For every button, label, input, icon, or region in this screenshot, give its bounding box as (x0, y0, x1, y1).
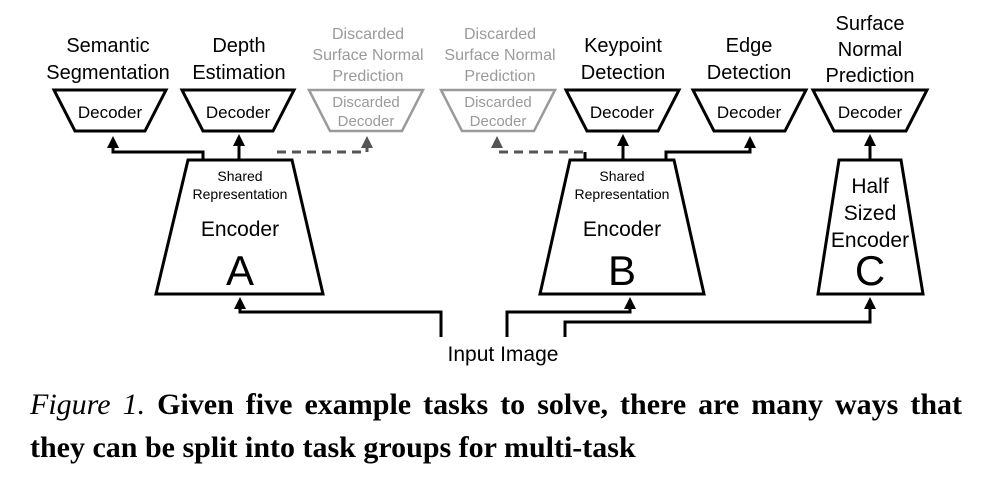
connections-encoder-b (491, 134, 756, 160)
task-label-depth-estimation: Depth Estimation (192, 35, 285, 84)
caption-text: Given five example tasks to solve, there… (30, 388, 963, 464)
encoder-label: Half (851, 175, 889, 198)
decoder-label: Discarded (464, 94, 532, 111)
arrow-input-to-encoder-a (234, 297, 443, 337)
label-line: Surface Normal (444, 47, 555, 64)
encoder-letter: A (226, 247, 254, 294)
label-line: Discarded (464, 26, 536, 43)
label-line: Depth (212, 35, 265, 57)
decoder-keypoint-detection: Decoder (563, 88, 682, 133)
arrow-to-semantic-segmentation (107, 136, 205, 160)
decoder-depth-estimation: Decoder (179, 88, 297, 133)
decoder-semantic-segmentation: Decoder (51, 88, 169, 133)
label-line: Discarded (332, 26, 404, 43)
arrow-to-discarded-decoder-b (491, 136, 583, 154)
task-label-discarded-a: Discarded Surface Normal Prediction (312, 26, 423, 85)
decoder-edge-detection: Decoder (690, 88, 809, 133)
input-connections (234, 297, 876, 337)
caption-label: Figure 1. (30, 388, 146, 421)
decoder-discarded-b: Discarded Decoder (438, 88, 558, 133)
decoder-label: Decoder (338, 113, 395, 130)
label-line: Semantic (66, 35, 149, 57)
encoder-label: Encoder (831, 229, 909, 252)
label-line: Keypoint (584, 35, 662, 57)
input-image-label: Input Image (448, 343, 559, 366)
encoder-a: Shared Representation Encoder A (154, 158, 325, 296)
encoder-label: Sized (844, 202, 897, 225)
label-line: Edge (726, 35, 773, 57)
task-label-discarded-b: Discarded Surface Normal Prediction (444, 26, 555, 85)
task-label-semantic-segmentation: Semantic Segmentation (46, 35, 169, 84)
shared-representation-label: Shared (599, 168, 644, 184)
encoder-letter: B (608, 247, 636, 294)
encoder-label: Encoder (583, 218, 661, 241)
label-line: Detection (707, 62, 792, 84)
label-line: Prediction (826, 65, 915, 87)
encoder-label: Encoder (201, 218, 279, 241)
decoder-label: Decoder (78, 103, 143, 122)
shared-representation-label: Shared (217, 168, 262, 184)
encoder-c: Half Sized Encoder C (816, 158, 925, 296)
decoder-label: Decoder (838, 103, 903, 122)
shared-representation-label: Representation (193, 186, 288, 202)
label-line: Detection (581, 62, 666, 84)
decoder-label: Discarded (332, 94, 400, 111)
decoder-label: Decoder (470, 113, 527, 130)
label-line: Surface (836, 13, 905, 35)
label-line: Prediction (332, 68, 403, 85)
label-line: Surface Normal (312, 47, 423, 64)
encoder-b: Shared Representation Encoder B (538, 158, 706, 296)
figure-caption: Figure 1. Given five example tasks to so… (30, 383, 962, 469)
arrow-input-to-encoder-b (505, 297, 636, 337)
arrow-to-discarded-decoder-a (277, 136, 373, 154)
decoder-surface-normal-prediction: Decoder (810, 88, 930, 133)
task-label-edge-detection: Edge Detection (707, 35, 792, 84)
task-label-keypoint-detection: Keypoint Detection (581, 35, 666, 84)
architecture-diagram: Semantic Segmentation Depth Estimation D… (46, 13, 930, 366)
label-line: Segmentation (46, 62, 169, 84)
shared-representation-label: Representation (575, 186, 670, 202)
decoder-label: Decoder (590, 103, 655, 122)
decoder-label: Decoder (206, 103, 271, 122)
decoder-label: Decoder (717, 103, 782, 122)
label-line: Estimation (192, 62, 285, 84)
label-line: Prediction (464, 68, 535, 85)
decoder-discarded-a: Discarded Decoder (306, 88, 426, 133)
arrow-input-to-encoder-c (563, 297, 876, 337)
arrow-to-edge-detection (664, 136, 756, 160)
task-label-surface-normal-prediction: Surface Normal Prediction (826, 13, 915, 87)
encoder-letter: C (855, 247, 885, 294)
label-line: Normal (838, 39, 902, 61)
connections-encoder-a (107, 134, 373, 160)
